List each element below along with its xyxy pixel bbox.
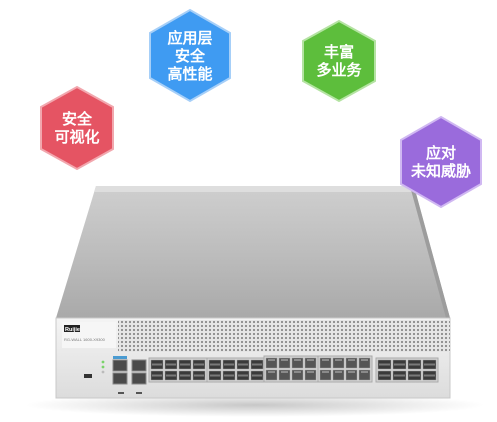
badge-security-visualization: 安全 可视化 bbox=[37, 84, 117, 172]
rj45-port bbox=[278, 357, 291, 369]
badge-rich-services: 丰富 多业务 bbox=[300, 18, 378, 104]
rj45-port bbox=[304, 357, 317, 369]
rj45-port bbox=[304, 369, 317, 381]
rj45-port bbox=[291, 357, 304, 369]
rj45-port bbox=[332, 369, 345, 381]
mgmt-port bbox=[112, 372, 128, 385]
rj45-port-group-2 bbox=[317, 355, 373, 383]
badge-line: 丰富 bbox=[323, 43, 354, 61]
rj45-port bbox=[332, 357, 345, 369]
sfp-port-group-3 bbox=[375, 357, 439, 383]
hexagon-shape bbox=[40, 85, 114, 171]
rj45-port-group-1 bbox=[263, 355, 319, 383]
console-port bbox=[112, 359, 128, 372]
rj45-port bbox=[319, 369, 332, 381]
badge-line: 多业务 bbox=[316, 61, 362, 79]
vent-grille bbox=[118, 320, 450, 352]
hexagon-shape bbox=[400, 115, 482, 209]
model-text: RG-WALL 1600-X9300 bbox=[64, 337, 106, 342]
badge-line: 安全 bbox=[174, 46, 205, 65]
badge-app-layer-security: 应用层 安全 高性能 bbox=[146, 7, 234, 104]
badge-line: 未知威胁 bbox=[410, 162, 471, 180]
rj45-port bbox=[345, 369, 358, 381]
badge-line: 可视化 bbox=[54, 128, 100, 146]
badge-unknown-threats: 应对 未知威胁 bbox=[397, 114, 485, 210]
sfp-port-group-2 bbox=[206, 357, 266, 383]
badge-line: 应用层 bbox=[167, 28, 213, 47]
badge-line: 高性能 bbox=[167, 64, 213, 83]
hexagon-shape bbox=[149, 8, 231, 103]
usb-port bbox=[84, 374, 92, 378]
rj45-port bbox=[278, 369, 291, 381]
brand-logo-text: Ruijie bbox=[65, 327, 80, 333]
device-top-lid bbox=[56, 186, 450, 318]
rj45-port bbox=[319, 357, 332, 369]
hexagon-shape bbox=[302, 19, 376, 103]
rj45-port bbox=[265, 369, 278, 381]
rj45-port bbox=[291, 369, 304, 381]
badge-line: 应对 bbox=[425, 144, 456, 162]
sfp-port-group-1 bbox=[148, 357, 208, 383]
rj45-port bbox=[265, 357, 278, 369]
rj45-port bbox=[345, 357, 358, 369]
badge-line: 安全 bbox=[61, 110, 92, 128]
brand-logo: Ruijie bbox=[64, 325, 80, 333]
rj45-port bbox=[358, 369, 371, 381]
rj45-port bbox=[358, 357, 371, 369]
